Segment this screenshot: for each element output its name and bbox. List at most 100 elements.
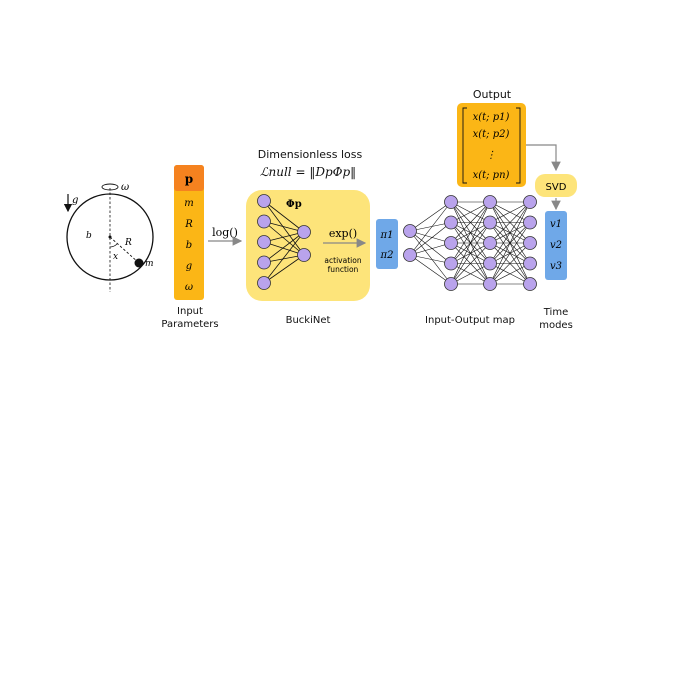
mass-bead	[134, 258, 144, 268]
activation-label-2: function	[328, 265, 359, 274]
params-caption-1: Input	[177, 306, 203, 317]
rotation-arrow-icon	[101, 183, 119, 191]
buckinet-title: Dimensionless loss	[257, 148, 363, 161]
output-bracket-left	[462, 107, 467, 184]
edge	[409, 230, 452, 285]
R-label: R	[124, 238, 132, 248]
activation-label-1: activation	[324, 256, 361, 265]
edge	[263, 254, 305, 284]
edge	[263, 231, 305, 263]
neuron	[257, 276, 271, 290]
x-label: x	[113, 252, 118, 262]
svd-label: SVD	[546, 182, 567, 193]
edge	[263, 231, 305, 284]
edge	[263, 200, 305, 233]
exp-label: exp()	[329, 227, 357, 240]
edge	[409, 201, 452, 232]
pi-item: π1	[380, 230, 394, 241]
neuron	[444, 277, 458, 291]
io-network	[403, 195, 537, 291]
output-title: Output	[472, 88, 512, 101]
edge	[450, 242, 491, 285]
omega-label: ω	[121, 182, 129, 193]
neuron	[403, 248, 417, 262]
param-item: ω	[185, 282, 193, 293]
edge	[409, 201, 452, 256]
output-row: ⋮	[486, 150, 496, 161]
edge	[450, 201, 491, 264]
neuron	[444, 195, 458, 209]
edge	[489, 242, 531, 285]
edge	[489, 201, 531, 223]
params-header-label: p	[185, 172, 193, 186]
param-item: m	[184, 198, 193, 209]
edge	[489, 222, 531, 285]
output-to-svd-arrow	[526, 144, 561, 172]
neuron	[523, 215, 537, 230]
edge	[450, 201, 491, 285]
buckinet-block: Φp exp() activation function	[246, 190, 370, 301]
edge	[263, 241, 305, 256]
m-label: m	[145, 259, 154, 269]
param-item: R	[184, 219, 193, 230]
pi-box	[376, 219, 398, 269]
neuron	[444, 215, 458, 230]
neuron	[403, 224, 417, 238]
neuron	[444, 256, 458, 271]
edge	[409, 254, 452, 264]
neuron	[523, 256, 537, 271]
output-bracket-right	[516, 107, 521, 184]
neuron	[297, 248, 311, 262]
neuron	[523, 195, 537, 209]
output-row: x(t; pn)	[473, 170, 510, 181]
edge	[263, 221, 305, 256]
params-header	[174, 165, 204, 191]
edge	[489, 201, 531, 244]
neuron	[257, 194, 271, 208]
neuron	[257, 214, 271, 229]
edge	[409, 222, 452, 256]
params-body	[174, 165, 204, 300]
output-row: x(t; p2)	[473, 129, 510, 140]
neuron	[483, 195, 497, 209]
hoop-circle	[66, 193, 154, 281]
neuron	[483, 236, 497, 250]
angle-arc	[109, 243, 118, 248]
time-modes-box	[545, 211, 567, 280]
b-label: b	[86, 231, 92, 241]
edge	[450, 201, 491, 223]
edge	[263, 200, 305, 256]
loss-formula: ℒnull = ‖DpΦp‖	[259, 165, 357, 179]
edge	[450, 263, 491, 285]
time-caption-1: Time	[543, 307, 569, 318]
mode-item: v3	[550, 261, 562, 272]
svd-box	[535, 174, 577, 197]
neuron	[257, 255, 271, 270]
param-item: g	[186, 261, 192, 272]
edge	[409, 230, 452, 244]
mode-item: v2	[550, 240, 562, 251]
edge	[489, 201, 531, 285]
neuron	[297, 225, 311, 239]
output-block: x(t; p1) x(t; p2) ⋮ x(t; pn)	[457, 103, 526, 187]
pendulum-figure: g ω b R x m	[63, 182, 154, 292]
neuron	[483, 215, 497, 230]
edge	[409, 242, 452, 256]
neuron	[483, 256, 497, 271]
buckinet-box	[246, 190, 370, 301]
edge	[409, 230, 452, 264]
edge	[489, 201, 531, 264]
output-row: x(t; p1)	[473, 112, 510, 123]
pi-item: π2	[380, 250, 394, 261]
param-item: b	[186, 240, 192, 251]
edge	[450, 222, 491, 285]
params-caption-2: Parameters	[161, 319, 219, 330]
phi-label: Φp	[286, 199, 302, 210]
output-box	[457, 103, 526, 187]
edge	[450, 201, 491, 244]
neuron	[483, 277, 497, 291]
gravity-label: g	[72, 195, 78, 206]
edge	[489, 263, 531, 285]
